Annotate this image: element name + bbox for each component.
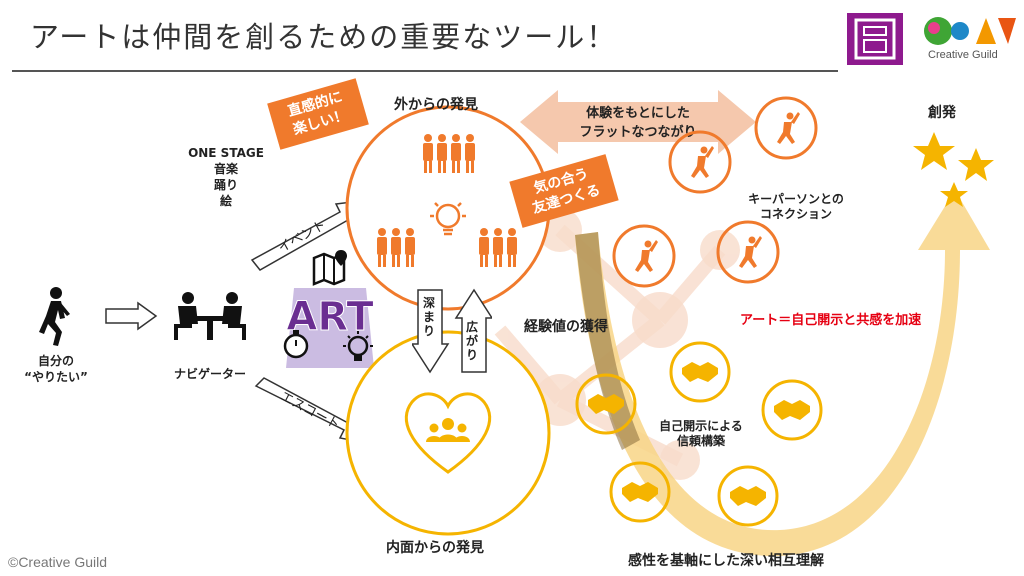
deepen-arrow [412, 289, 450, 374]
escort-arrow-label: エスコート [277, 389, 341, 433]
keyperson-label: キーパーソンとの コネクション [746, 192, 846, 222]
creation-label: 創発 [928, 105, 956, 121]
banner-line: フラットなつながり [579, 125, 697, 140]
heart-icon [404, 392, 492, 474]
one-stage-item: 絵 [219, 194, 232, 208]
escort-arrow: エスコート [254, 377, 374, 446]
trust-label: 自己開示による 信頼構築 [646, 419, 756, 449]
map-icon [312, 250, 347, 286]
jumping-person-icon [635, 112, 800, 272]
people-group-icon [377, 134, 517, 267]
meeting-table-icon [174, 292, 246, 340]
idea-bulb-icon [430, 202, 466, 236]
acceleration-label: アート＝自己開示と共感を加速 [740, 313, 922, 328]
widen-label: 広がり [465, 320, 478, 362]
trust-line: 信頼構築 [676, 434, 725, 448]
group-icon [426, 418, 470, 442]
event-arrow: イベント [250, 199, 370, 271]
growth-arrow [575, 190, 990, 557]
keyperson-line: キーパーソンとの [748, 192, 844, 206]
flat-connection-arrow [520, 90, 756, 154]
one-stage-title: ONE STAGE [188, 146, 264, 160]
art-icon-group: ART [283, 250, 375, 368]
person-label-line2: “やりたい” [24, 370, 88, 384]
flat-connection-label: 体験をもとにした フラットなつながり [558, 104, 718, 142]
deepen-label: 深まり [422, 296, 435, 338]
trust-line: 自己開示による [659, 419, 743, 433]
experience-label: 経験値の獲得 [524, 319, 608, 335]
navigator-label: ナビゲーター [173, 367, 246, 381]
inner-discovery-circle [345, 330, 551, 536]
brand-name: Creative Guild [928, 49, 998, 61]
discovery-circles [345, 105, 551, 536]
kanji-logo-icon [847, 13, 903, 65]
one-stage-item: 踊り [213, 178, 238, 192]
lightbulb-icon [343, 331, 373, 361]
mutual-understanding-label: 感性を基軸にした深い相互理解 [628, 553, 824, 569]
art-text: ART [286, 294, 374, 340]
creative-guild-logo-icon [924, 17, 1016, 45]
depth-arrows [412, 288, 492, 374]
person-label-line1: 自分の [37, 354, 74, 368]
page-title: アートは仲間を創るための重要なツール！ [30, 20, 618, 54]
stars-icon [913, 132, 994, 207]
copyright-text: ©Creative Guild [8, 554, 108, 570]
inner-discovery-title: 内面からの発見 [386, 540, 484, 556]
stopwatch-icon [283, 330, 309, 359]
one-stage-item: 音楽 [213, 162, 238, 176]
banner-line: 体験をもとにした [586, 106, 690, 121]
walking-person-icon [39, 287, 70, 346]
trust-circles [575, 341, 823, 527]
outer-discovery-title: 外からの発見 [394, 97, 478, 113]
forward-arrow-icon [105, 301, 158, 331]
keyperson-circles [612, 96, 818, 288]
keyperson-line: コネクション [759, 207, 832, 221]
handshake-icon [588, 362, 810, 506]
title-divider [12, 70, 838, 72]
widen-arrow [454, 288, 492, 373]
